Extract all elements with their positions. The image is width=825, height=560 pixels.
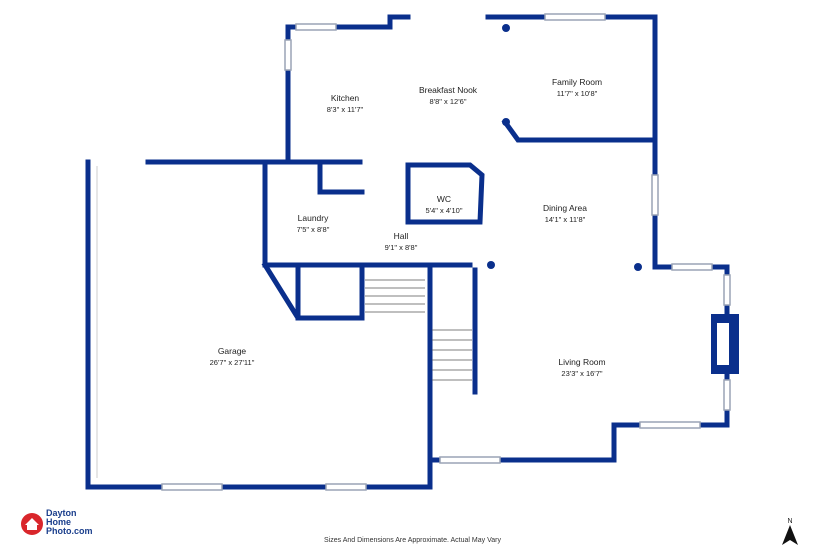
window [544, 13, 606, 21]
laundry-wall [262, 159, 365, 321]
north-label: N [787, 518, 793, 525]
room-laundry: Laundry 7'5" x 8'8" [297, 213, 330, 235]
north-arrow-icon [782, 525, 798, 545]
room-kitchen: Kitchen 8'3" x 11'7" [327, 93, 363, 115]
columns [487, 24, 642, 271]
logo-line-3: Photo.com [46, 526, 93, 536]
room-kitchen-dim: 8'3" x 11'7" [326, 105, 364, 114]
room-wc-dim: 5'4" x 4'10" [425, 206, 463, 215]
north-compass: N [780, 518, 800, 550]
room-hall: Hall 9'1" x 8'8" [385, 231, 418, 253]
room-breakfast-nook-name: Breakfast Nook [418, 85, 478, 95]
room-breakfast-nook: Breakfast Nook 8'8" x 12'6" [419, 85, 477, 107]
laundry-angle [261, 261, 365, 321]
laundry-box [317, 159, 365, 195]
window [639, 421, 701, 429]
room-dining-area-dim: 14'1" x 11'8" [544, 215, 586, 224]
disclaimer: Sizes And Dimensions Are Approximate. Ac… [324, 537, 501, 544]
room-family-room-dim: 11'7" x 10'8" [556, 89, 598, 98]
garage-top-wall [85, 159, 433, 490]
window [161, 483, 223, 491]
room-garage-name: Garage [217, 346, 247, 356]
room-garage: Garage 26'7" x 27'11" [210, 346, 255, 368]
room-family-room-name: Family Room [551, 77, 603, 87]
family-bottom-wall [501, 118, 655, 143]
room-laundry-dim: 7'5" x 8'8" [296, 225, 330, 234]
window [723, 379, 731, 411]
logo-text: Dayton Home Photo.com [46, 509, 93, 536]
window [439, 456, 501, 464]
window [671, 263, 713, 271]
fireplace [711, 314, 739, 374]
window [723, 274, 731, 306]
room-hall-dim: 9'1" x 8'8" [384, 243, 418, 252]
room-wc-name: WC [436, 194, 452, 204]
window [651, 174, 659, 216]
walls [85, 14, 730, 490]
room-laundry-name: Laundry [297, 213, 329, 223]
room-dining-area-name: Dining Area [543, 203, 587, 213]
window [284, 39, 292, 71]
room-hall-name: Hall [393, 231, 409, 241]
window [295, 23, 337, 31]
logo-line-2: Home [46, 517, 72, 527]
windows [161, 13, 731, 491]
stairs [365, 279, 472, 381]
wc-wall [405, 162, 485, 225]
room-living-room-name: Living Room [558, 357, 606, 367]
room-family-room: Family Room 11'7" x 10'8" [552, 77, 602, 99]
room-dining-area: Dining Area 14'1" x 11'8" [543, 203, 587, 225]
room-wc: WC 5'4" x 4'10" [426, 194, 463, 216]
room-living-room-dim: 23'3" x 16'7" [561, 369, 603, 378]
window [325, 483, 367, 491]
room-living-room: Living Room 23'3" x 16'7" [558, 357, 605, 379]
company-logo: Dayton Home Photo.com [20, 509, 120, 539]
room-breakfast-nook-dim: 8'8" x 12'6" [429, 97, 467, 106]
house-logo-icon [21, 513, 43, 535]
logo-line-1: Dayton [46, 508, 77, 518]
room-kitchen-name: Kitchen [330, 93, 360, 103]
room-garage-dim: 26'7" x 27'11" [209, 358, 255, 367]
kitchen-top-wall-segment [285, 14, 411, 30]
